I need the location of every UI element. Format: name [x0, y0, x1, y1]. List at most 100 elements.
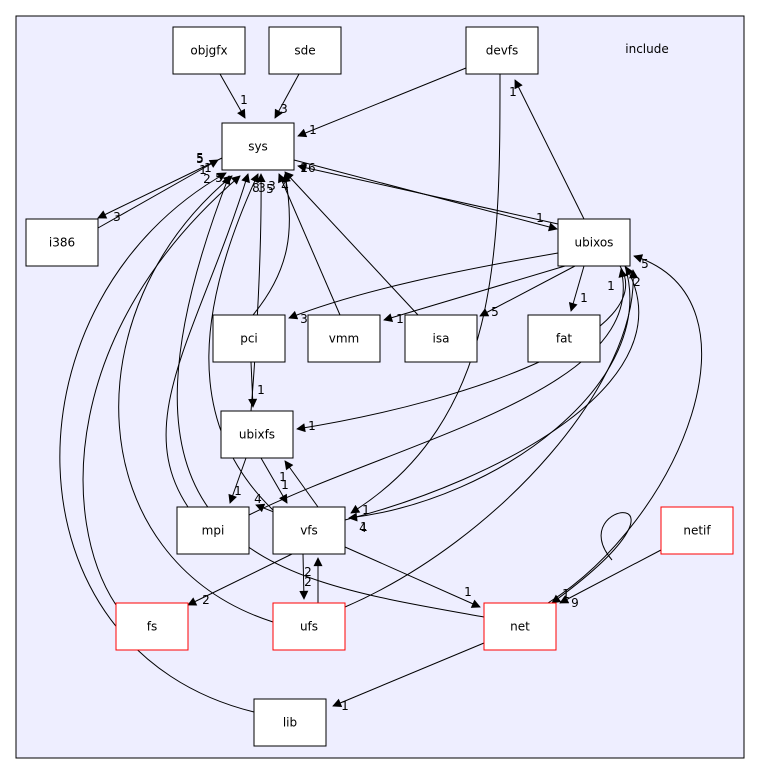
node-devfs[interactable]: devfs	[465, 26, 539, 75]
edge-label-ubixos-to-isa: 5	[491, 305, 499, 319]
edge-label-netif-to-net: 9	[571, 596, 579, 610]
edge-label-ubixos-to-pci: 3	[300, 312, 308, 326]
node-fat[interactable]: fat	[527, 314, 601, 363]
node-box-vfs[interactable]	[272, 506, 346, 555]
node-label-sys: sys	[248, 140, 268, 154]
edge-label-vmm-to-sys: 3	[268, 179, 276, 193]
edge-label-i386-to-sys: 5	[196, 151, 204, 165]
node-box-fat[interactable]	[527, 314, 601, 363]
edge-label-vfs-to-sys: 3	[258, 181, 266, 195]
edge-label-devfs-to-vfs: 1	[362, 503, 370, 517]
edge-netif-to-net	[559, 549, 662, 604]
node-box-lib[interactable]	[253, 698, 327, 747]
node-label-vfs: vfs	[300, 524, 318, 538]
edge-label-vfs-to-ubixfs: 1	[279, 470, 287, 484]
node-box-vmm[interactable]	[307, 314, 381, 363]
node-sys[interactable]: sys	[221, 122, 295, 171]
node-label-isa: isa	[433, 332, 450, 346]
node-box-objgfx[interactable]	[172, 26, 246, 75]
node-objgfx[interactable]: objgfx	[172, 26, 246, 75]
node-label-fs: fs	[147, 620, 157, 634]
edge-label-ubixos-to-fat: 1	[580, 291, 588, 305]
node-netif[interactable]: netif	[660, 506, 734, 555]
edge-devfs-to-sys	[297, 67, 467, 138]
edge-lib-to-sys	[59, 172, 255, 713]
edge-label-devfs-to-sys: 1	[309, 123, 317, 137]
node-label-vmm: vmm	[329, 332, 359, 346]
node-pci[interactable]: pci	[212, 314, 286, 363]
edge-i386-to-sys	[97, 159, 219, 229]
edge-label-net-to-lib: 1	[341, 699, 349, 713]
node-ubixfs[interactable]: ubixfs	[220, 410, 294, 459]
node-box-mpi[interactable]	[176, 506, 250, 555]
edge-label-ufs-to-vfs: 2	[304, 565, 312, 579]
node-lib[interactable]: lib	[253, 698, 327, 747]
edge-label-vfs-to-ufs: 2	[304, 575, 312, 589]
node-i386[interactable]: i386	[25, 218, 99, 267]
edge-label-fs-to-sys: 2	[203, 172, 211, 186]
edge-label-ubixos-to-vfs: 1	[360, 520, 368, 534]
node-net[interactable]: net	[483, 602, 557, 651]
node-isa[interactable]: isa	[404, 314, 478, 363]
node-label-i386: i386	[49, 236, 75, 250]
edge-devfs-to-vfs	[350, 73, 501, 514]
node-ubixos[interactable]: ubixos	[557, 218, 631, 267]
edge-ubixos-to-sys	[297, 163, 559, 225]
edge-vfs-to-sys	[208, 173, 274, 511]
edge-isa-to-sys	[284, 171, 419, 316]
edge-vmm-to-sys	[278, 173, 341, 316]
node-box-ufs[interactable]	[272, 602, 346, 651]
edge-label-objgfx-to-sys: 1	[240, 93, 248, 107]
edges-layer	[59, 67, 702, 713]
edge-label-net-to-net-self: 1	[562, 587, 570, 601]
edge-label-ubixfs-to-sys: 8	[252, 181, 260, 195]
edge-net-to-lib	[332, 642, 485, 708]
edge-label-isa-to-sys: 4	[281, 179, 289, 193]
edge-label-vfs-to-fs: 2	[202, 593, 210, 607]
node-label-ufs: ufs	[300, 620, 318, 634]
edge-label-sys-to-i386: 3	[113, 210, 121, 224]
edge-vfs-to-ubixfs	[284, 460, 319, 508]
edge-net-to-net-self	[551, 512, 632, 604]
node-mpi[interactable]: mpi	[176, 506, 250, 555]
edge-label-net-to-sys: 5	[196, 152, 204, 166]
edge-label-ubixfs-to-vfs: 1	[281, 478, 289, 492]
node-label-objgfx: objgfx	[190, 44, 227, 58]
edge-vfs-to-ubixos	[344, 266, 640, 521]
node-sde[interactable]: sde	[268, 26, 342, 75]
node-box-isa[interactable]	[404, 314, 478, 363]
edge-label-vfs-to-mpi: 4	[254, 492, 262, 506]
node-box-netif[interactable]	[660, 506, 734, 555]
node-vmm[interactable]: vmm	[307, 314, 381, 363]
node-label-mpi: mpi	[202, 524, 225, 538]
node-label-net: net	[510, 620, 530, 634]
node-box-ubixos[interactable]	[557, 218, 631, 267]
node-box-sde[interactable]	[268, 26, 342, 75]
node-box-i386[interactable]	[25, 218, 99, 267]
node-fs[interactable]: fs	[115, 602, 189, 651]
node-box-net[interactable]	[483, 602, 557, 651]
node-ufs[interactable]: ufs	[272, 602, 346, 651]
edge-label-sys-to-ubixos: 1	[536, 211, 544, 225]
edge-label-net-to-ubixos: 5	[641, 257, 649, 271]
edge-label-lib-to-sys: 1	[204, 161, 212, 175]
edge-ubixos-to-devfs	[514, 79, 585, 220]
nodes-layer: objgfx sde devfs sys i386 ubixos pci vmm isa fat u…	[25, 26, 734, 747]
node-label-ubixos: ubixos	[575, 236, 614, 250]
edge-ubixos-to-pci	[288, 252, 559, 320]
edge-label-vfs-to-net: 1	[464, 585, 472, 599]
node-box-fs[interactable]	[115, 602, 189, 651]
edge-label-ufs-to-sys: 1	[199, 163, 207, 177]
node-label-fat: fat	[556, 332, 573, 346]
edge-label-pci-to-sys: 5	[266, 182, 274, 196]
node-box-pci[interactable]	[212, 314, 286, 363]
node-box-ubixfs[interactable]	[220, 410, 294, 459]
node-box-devfs[interactable]	[465, 26, 539, 75]
edge-label-ubixos-to-devfs: 1	[509, 85, 517, 99]
edge-label-ubixos-to-vmm: 1	[396, 312, 404, 326]
node-box-sys[interactable]	[221, 122, 295, 171]
node-vfs[interactable]: vfs	[272, 506, 346, 555]
edge-pci-to-ubixfs	[248, 361, 258, 408]
edge-sde-to-sys	[274, 73, 300, 119]
edge-label-sde-to-sys: 3	[280, 102, 288, 116]
